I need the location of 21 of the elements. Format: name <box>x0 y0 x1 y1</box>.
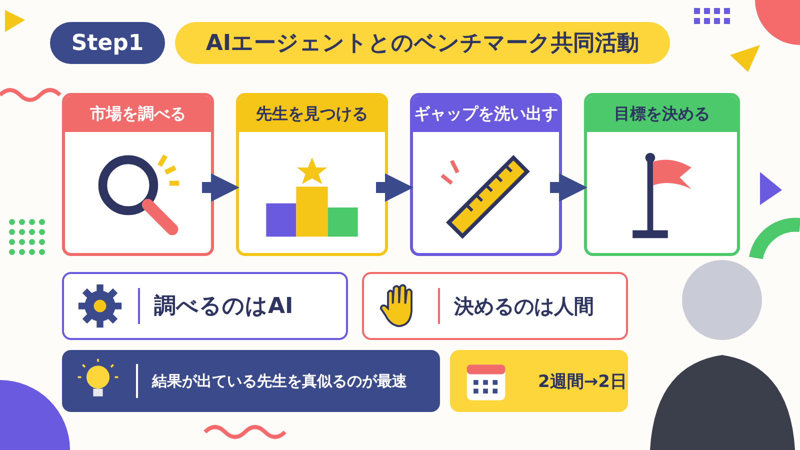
title-banner: AIエージェントとのベンチマーク共同活動 <box>175 22 670 64</box>
step-card <box>62 93 214 256</box>
step-title: 市場を調べる <box>90 104 186 124</box>
box-text: 決めるのは人間 <box>454 292 594 320</box>
info-box <box>362 272 628 340</box>
step-card <box>584 93 740 256</box>
step-badge: Step1 <box>50 22 165 64</box>
arrow <box>550 173 588 202</box>
info-box <box>62 272 348 340</box>
box-text: 調べるのはAI <box>154 293 294 321</box>
arrow <box>376 173 414 202</box>
box-text: 結果が出ている先生を真似るのが最速 <box>152 372 407 390</box>
step-title: 目標を決める <box>614 104 710 124</box>
step-title: ギャップを洗い出す <box>414 104 558 124</box>
box-text: 2週間→2日 <box>538 370 627 392</box>
step-card <box>236 93 388 256</box>
info-box <box>62 350 440 412</box>
step-title: 先生を見つける <box>256 104 368 124</box>
info-box <box>450 350 628 412</box>
step-card <box>410 93 562 256</box>
arrow <box>202 173 240 202</box>
